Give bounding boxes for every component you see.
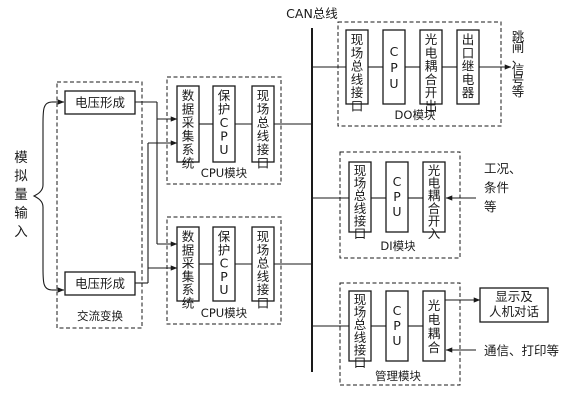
di-fieldbus-box <box>348 161 372 233</box>
di-module <box>339 151 461 259</box>
di-optocoupler-box <box>422 161 446 233</box>
voltage-forming-bottom-label: 电压形成 <box>75 276 125 291</box>
di-optocoupler-label: 光电耦合开入 <box>428 163 441 241</box>
can-bus-label: CAN总线 <box>286 6 338 21</box>
do-module <box>337 21 502 127</box>
do-module-caption: DO模块 <box>395 108 436 122</box>
di-fieldbus-label: 现场总线接口 <box>354 163 367 241</box>
do-output-label: 跳闸、信号等 <box>512 29 525 99</box>
cpu2-acquisition-label: 数据采集系统 <box>182 229 195 311</box>
display-hmi-box <box>479 287 549 323</box>
di-module-caption: DI模块 <box>380 239 416 253</box>
voltage-forming-top-label: 电压形成 <box>75 95 125 110</box>
ac-conversion-caption: 交流变换 <box>77 309 123 323</box>
do-relay-label: 出口继电器 <box>462 32 475 100</box>
di-input-label: 工况、条件等 <box>484 161 522 214</box>
cpu2-fieldbus-label: 现场总线接口 <box>257 229 270 311</box>
analog-input-label: 模拟量输入 <box>14 150 28 240</box>
input-brace <box>32 101 53 291</box>
display-hmi-label: 显示及人机对话 <box>489 289 539 319</box>
cpu-module-1-caption: CPU模块 <box>201 166 248 180</box>
cpu-module-2-caption: CPU模块 <box>201 306 248 320</box>
management-module <box>339 282 461 386</box>
cpu1-acquisition-label: 数据采集系统 <box>182 88 195 171</box>
mgmt-optocoupler-label: 光电耦合 <box>428 298 441 355</box>
management-module-caption: 管理模块 <box>375 369 421 383</box>
comm-print-label: 通信、打印等 <box>484 343 559 358</box>
di-cpu-box <box>385 161 409 233</box>
mgmt-fieldbus-label: 现场总线接口 <box>354 292 367 370</box>
do-optocoupler-label: 光电耦合开出 <box>425 32 438 114</box>
ac-conversion-group <box>56 81 143 329</box>
do-fieldbus-label: 现场总线接口 <box>351 32 364 114</box>
cpu1-fieldbus-label: 现场总线接口 <box>257 88 270 171</box>
